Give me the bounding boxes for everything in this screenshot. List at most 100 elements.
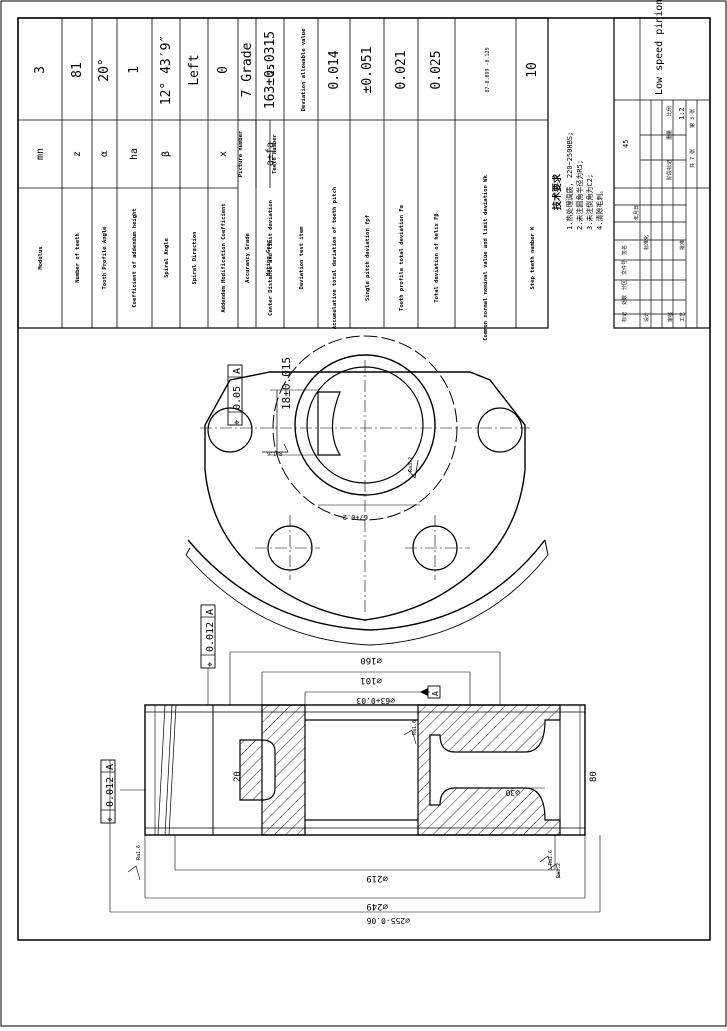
row-label-sign: 签名: [621, 245, 628, 255]
design-label: 设计: [643, 312, 650, 322]
top-ra-2: Ra3.2: [408, 457, 414, 472]
param-value: 0: [216, 66, 231, 74]
param-symbol: z: [72, 151, 83, 157]
param-value: 25: [266, 64, 277, 76]
param-symbol: ha: [129, 148, 140, 160]
param-label: Spiral Direction: [192, 232, 198, 285]
param-symbol: α: [99, 151, 110, 157]
param-label: Center Distance and limit deviation: [268, 200, 274, 316]
dim-d101: ⌀101: [360, 675, 382, 685]
dim-80: 80: [589, 771, 599, 782]
sheets-label: 共 7 张: [689, 149, 696, 168]
parameter-table: [17, 17, 549, 329]
part-name: Low speed pinion: [654, 0, 665, 95]
param-label: Addendum Modification Coefficient: [221, 203, 227, 312]
dim-d63: ⌀63+0.03: [356, 696, 395, 705]
param-value: 81: [70, 62, 85, 78]
tol-flat-datum: A: [232, 368, 243, 374]
param-value: 20°: [97, 58, 112, 81]
param-label: Accumulative total deviation of teeth pi…: [332, 187, 338, 329]
param-label: Coefficient of addendum height: [132, 208, 138, 307]
param-label: Tooth Profile Angle: [102, 226, 108, 290]
sec-ra-c: Ra1.6: [548, 850, 554, 865]
param-value: ±0.051: [360, 47, 375, 94]
param-symbol: mn: [35, 148, 46, 160]
param-label: Deviation test item: [299, 226, 305, 290]
param-value: Deviation allowable value: [301, 28, 307, 111]
review-label: 审核: [667, 312, 674, 322]
top-ra-1: Ra1.6: [267, 450, 282, 456]
sec-tol1-datum: A: [205, 609, 216, 615]
tech-item-1: 1.热处理调质, 220~250HBS;: [565, 132, 574, 230]
row-label-mark: 标记: [621, 312, 628, 322]
process-label: 工艺: [680, 312, 686, 322]
param-label: Modulus: [38, 246, 44, 269]
param-label: Spiral Angle: [164, 237, 170, 277]
key-depth-dim: 67+0.2: [343, 513, 368, 521]
scale-value: 1:2: [678, 107, 686, 120]
tol-flat-value: 0.05: [232, 386, 243, 410]
datum-a-box: A: [431, 691, 440, 696]
sec-ra-d: Ra1.6: [412, 720, 418, 735]
param-value: 0.021: [394, 50, 409, 89]
param-label: Step teeth number K: [530, 226, 536, 290]
param-label: Number of teeth: [75, 233, 81, 283]
param-value: 0.025: [429, 50, 444, 89]
param-symbol: Teeth Number: [272, 133, 278, 173]
row-label-file: 文件号: [621, 260, 628, 275]
keyway-dim: 18±0.015: [280, 357, 293, 410]
dim-d255: ⌀255-0.06: [366, 916, 410, 925]
tech-item-2: 2.未注圆角半径为R5;: [575, 160, 584, 230]
dim-d160: ⌀160: [360, 655, 382, 665]
row-label-count: 处数: [621, 295, 628, 305]
param-label: Accurancy Grade: [245, 232, 251, 282]
weight-label: 重量: [666, 130, 673, 140]
sec-tol2-datum: A: [105, 764, 116, 770]
row-label-zone: 分区: [621, 280, 628, 290]
material: 45: [622, 140, 630, 148]
tech-item-3: 3.未注倒角为C2;: [585, 174, 594, 230]
param-value: 163±0.0315: [263, 31, 278, 109]
param-symbol: x: [218, 151, 229, 157]
drawing-frame: [17, 17, 711, 941]
scale-label: 比例: [666, 106, 673, 116]
param-value: 1: [127, 66, 142, 74]
param-value: Left: [187, 54, 202, 85]
top-view: [185, 335, 549, 646]
param-label: Total deviation of helix Fβ: [434, 213, 440, 303]
sheet-label: 第 3 张: [689, 109, 696, 128]
sec-tol1-sym: ⌖: [206, 662, 216, 667]
tol-frame-sym: ⌖: [233, 420, 243, 425]
sec-tol1-value: 0.012: [205, 622, 216, 652]
std-label: 标准化: [643, 235, 650, 250]
param-value: 0.014: [327, 50, 342, 89]
section-labels: ⌖ 0.012 A ⌖ 0.012 A ⌀160 ⌀101 ⌀63+0.03 A…: [105, 609, 599, 925]
tech-title: 技术要求: [551, 173, 563, 210]
row-label-date: 年月日: [633, 205, 640, 220]
sec-tol2-sym: ⌖: [106, 817, 116, 822]
tech-requirements: 技术要求 1.热处理调质, 220~250HBS; 2.未注圆角半径为R5; 3…: [551, 132, 604, 230]
top-view-labels: ⌖ 0.05 A 18±0.015 67+0.2 Ra1.6 Ra3.2: [232, 357, 414, 521]
sec-tol2-value: 0.012: [105, 777, 116, 807]
param-value: 87-0.099 -0.129: [485, 47, 491, 92]
param-symbol: a±fa: [265, 142, 276, 166]
param-label: Mating Gear: [266, 239, 272, 276]
param-label: Common normal nominal value and limit de…: [483, 175, 489, 341]
sec-ra-b: Ra3.2: [556, 863, 562, 878]
dim-d30: ⌀30: [505, 788, 520, 797]
tech-item-4: 4.清除毛刺。: [595, 187, 604, 230]
title-block: Low speed pinion 45 比例 1:2 重量 阶段标记 共 7 张…: [613, 0, 711, 329]
section-view: [100, 604, 601, 913]
param-value: 10: [525, 62, 540, 78]
param-label: Tooth profile total deviation Fα: [399, 204, 405, 311]
dim-d249: ⌀249: [366, 901, 388, 911]
param-label: Single pitch deviation fpf: [365, 215, 371, 301]
sec-ra-a: Ra1.6: [136, 845, 142, 860]
approve-label: 批准: [679, 240, 686, 250]
param-value: 12° 43′9″: [159, 35, 174, 105]
dim-d219: ⌀219: [366, 873, 388, 883]
param-symbol: Picture number: [238, 130, 244, 177]
